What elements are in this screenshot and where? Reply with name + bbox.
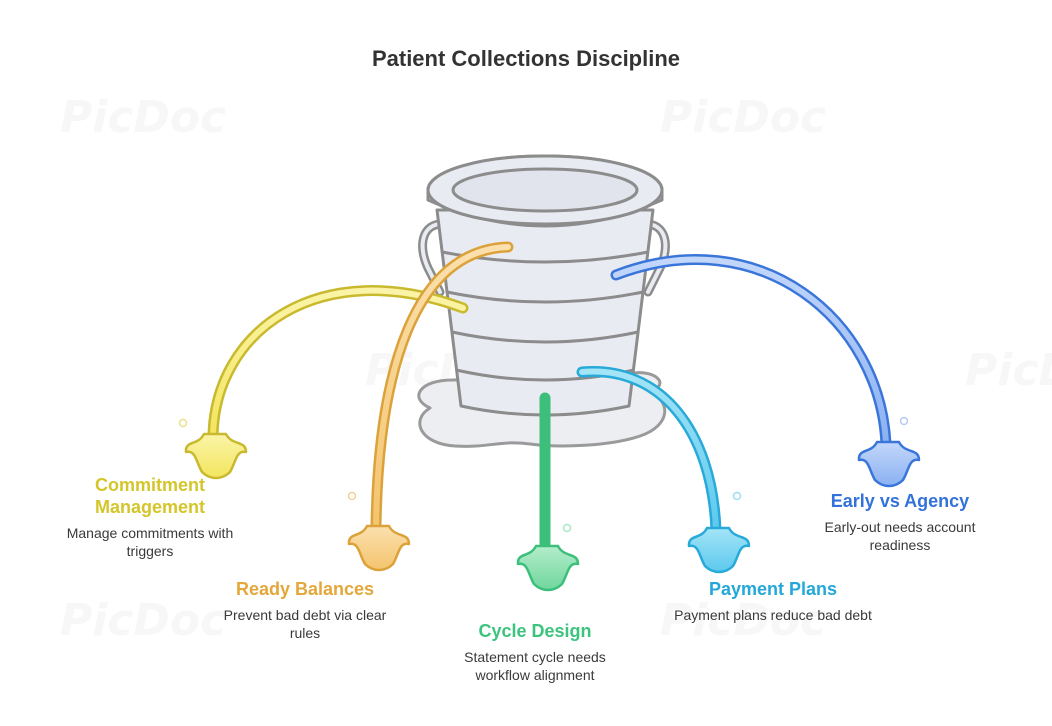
item-desc: Prevent bad debt via clear rules	[223, 607, 387, 641]
stream-payment-plans	[576, 366, 751, 574]
page-title: Patient Collections Discipline	[371, 46, 681, 71]
stream-cycle-design	[516, 392, 580, 592]
item-desc: Payment plans reduce bad debt	[674, 607, 872, 623]
item-title: Payment Plans	[708, 579, 838, 599]
item-cycle-design: Cycle Design Statement cycle needs workf…	[425, 620, 645, 684]
item-ready-balances: Ready Balances Prevent bad debt via clea…	[195, 578, 415, 642]
item-desc: Early-out needs account readiness	[824, 519, 976, 553]
bucket-opening	[451, 167, 639, 213]
item-title: Early vs Agency	[830, 491, 970, 511]
item-title: Ready Balances	[235, 579, 375, 599]
item-early-vs-agency: Early vs Agency Early-out needs account …	[790, 490, 1010, 554]
stream-commitment-management	[178, 285, 469, 480]
item-payment-plans: Payment Plans Payment plans reduce bad d…	[663, 578, 883, 624]
stream-early-vs-agency	[610, 254, 921, 488]
item-title: Commitment Management	[94, 475, 206, 517]
item-commitment-management: Commitment Management Manage commitments…	[40, 474, 260, 560]
item-desc: Statement cycle needs workflow alignment	[464, 649, 606, 683]
item-desc: Manage commitments with triggers	[66, 525, 234, 559]
stream-ready-balances	[347, 241, 514, 572]
item-title: Cycle Design	[478, 621, 592, 641]
bucket-body	[435, 208, 655, 417]
